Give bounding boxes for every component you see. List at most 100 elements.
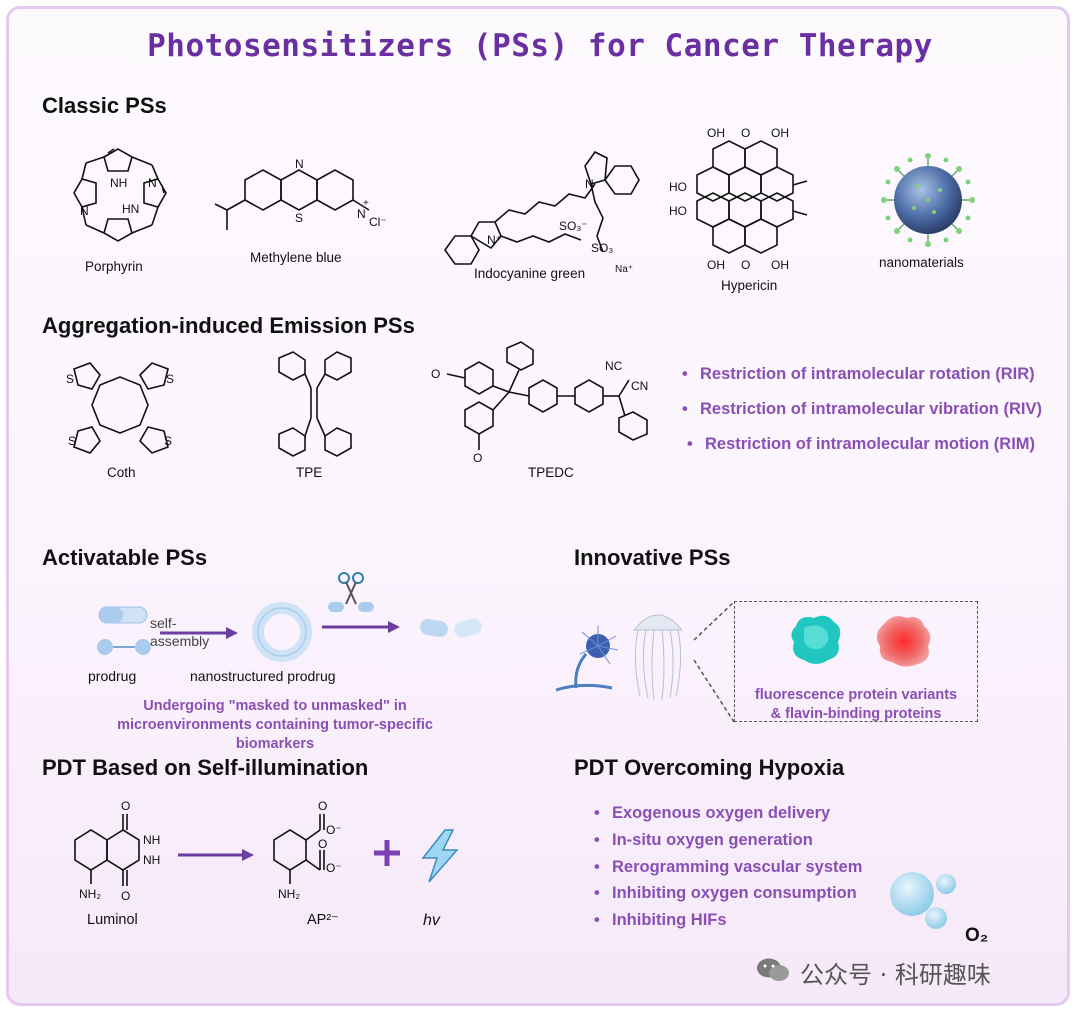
- nanomaterial-particle-icon: [881, 153, 975, 247]
- coral-polyp-icon: [555, 626, 619, 692]
- innovative-heading: Innovative PSs: [574, 545, 731, 570]
- svg-text:HO: HO: [669, 204, 687, 218]
- hypericin-structure: OH O OH HO HO OH O OH: [669, 126, 808, 272]
- nanostructure-ring-icon: [252, 602, 312, 662]
- svg-text:O: O: [121, 799, 130, 813]
- svg-text:N: N: [80, 204, 89, 218]
- coth-structure: S S S S: [66, 362, 174, 454]
- svg-text:NH₂: NH₂: [79, 887, 101, 901]
- scissors-icon: [328, 572, 374, 612]
- tpe-label: TPE: [296, 465, 323, 480]
- porphyrin-label: Porphyrin: [85, 259, 143, 274]
- self-illumination-heading: PDT Based on Self-illumination: [42, 755, 369, 780]
- oxygen-bubbles-icon: [890, 872, 956, 929]
- svg-text:OH: OH: [707, 258, 725, 272]
- hypoxia-item: In-situ oxygen generation: [594, 831, 813, 850]
- activatable-heading: Activatable PSs: [42, 545, 208, 570]
- svg-text:OH: OH: [707, 126, 725, 140]
- svg-text:N: N: [148, 176, 157, 190]
- page-title: Photosensitizers (PSs) for Cancer Therap…: [147, 28, 933, 64]
- svg-text:NH: NH: [110, 176, 127, 190]
- o2-label: O₂: [965, 925, 989, 946]
- svg-text:SO₃: SO₃: [591, 241, 613, 255]
- svg-text:HO: HO: [669, 180, 687, 194]
- protein-box-line2: & flavin-binding proteins: [770, 706, 942, 722]
- self-assembly-arrow: [160, 627, 238, 639]
- svg-text:NC: NC: [605, 359, 623, 373]
- svg-text:N⁺: N⁺: [487, 233, 502, 247]
- svg-text:SO₃⁻: SO₃⁻: [559, 219, 588, 233]
- methylene-blue-label: Methylene blue: [250, 250, 342, 265]
- ap-structure: O O⁻ O O⁻ NH₂: [273, 799, 342, 901]
- mechanism-rir: Restriction of intramolecular rotation (…: [682, 365, 1035, 384]
- methylene-blue-structure: N S N + Cl⁻: [214, 157, 387, 230]
- prodrug-capsule-icon: [97, 606, 151, 655]
- indocyanine-green-label: Indocyanine green: [474, 266, 586, 281]
- wechat-icon: [757, 958, 789, 981]
- svg-text:CN: CN: [631, 379, 648, 393]
- svg-text:S: S: [68, 434, 76, 448]
- hv-label: hv: [423, 912, 440, 929]
- flavin-protein-icon: [876, 616, 931, 667]
- nanostructured-prodrug-label: nanostructured prodrug: [190, 668, 336, 684]
- svg-text:O: O: [741, 126, 750, 140]
- activatable-note: Undergoing "masked to unmasked" in micro…: [117, 698, 433, 752]
- plus-icon: [374, 840, 400, 866]
- luminol-structure: O NH NH O NH₂: [74, 799, 160, 903]
- svg-text:N: N: [295, 157, 304, 171]
- svg-text:O: O: [741, 258, 750, 272]
- svg-text:NH: NH: [143, 833, 160, 847]
- classic-heading: Classic PSs: [42, 93, 167, 118]
- activation-arrow: [322, 621, 400, 633]
- svg-text:OH: OH: [771, 126, 789, 140]
- svg-text:O: O: [318, 837, 327, 851]
- svg-text:O: O: [473, 451, 482, 465]
- svg-text:S: S: [166, 372, 174, 386]
- svg-text:N: N: [585, 177, 594, 191]
- lightning-icon: [421, 829, 459, 883]
- hypoxia-heading: PDT Overcoming Hypoxia: [574, 755, 845, 780]
- released-drug-icon: [420, 618, 482, 638]
- jellyfish-icon: [632, 614, 684, 701]
- svg-text:Cl⁻: Cl⁻: [369, 215, 387, 229]
- svg-text:OH: OH: [771, 258, 789, 272]
- svg-text:O: O: [318, 799, 327, 813]
- hypoxia-item: Inhibiting oxygen consumption: [594, 884, 857, 903]
- svg-text:S: S: [66, 372, 74, 386]
- tpedc-label: TPEDC: [528, 465, 574, 480]
- coth-label: Coth: [107, 465, 136, 480]
- svg-text:Na⁺: Na⁺: [615, 264, 633, 275]
- tpedc-structure: O O NC CN: [431, 341, 648, 465]
- protein-box-line1: fluorescence protein variants: [754, 687, 958, 703]
- svg-text:O: O: [431, 367, 440, 381]
- hypoxia-item: Exogenous oxygen delivery: [594, 804, 830, 823]
- svg-text:S: S: [295, 211, 303, 225]
- poster-frame: [6, 6, 1070, 1006]
- svg-text:O⁻: O⁻: [326, 823, 342, 837]
- svg-text:O: O: [121, 889, 130, 903]
- luminol-label: Luminol: [87, 912, 138, 928]
- watermark-text: 公众号 · 科研趣味: [800, 961, 991, 989]
- prodrug-label: prodrug: [88, 668, 137, 684]
- svg-text:NH: NH: [143, 853, 160, 867]
- zoom-lines: [693, 601, 735, 723]
- mechanism-riv: Restriction of intramolecular vibration …: [682, 400, 1042, 419]
- svg-text:NH₂: NH₂: [278, 887, 300, 901]
- aie-heading: Aggregation-induced Emission PSs: [42, 313, 415, 338]
- ap-label: AP²⁻: [307, 912, 339, 928]
- fluorescent-protein-icon: [791, 615, 841, 664]
- svg-text:N: N: [357, 207, 366, 221]
- mechanism-rim: Restriction of intramolecular motion (RI…: [687, 435, 1035, 454]
- hypoxia-item: Rerogramming vascular system: [594, 858, 862, 877]
- tpe-structure: [278, 351, 352, 457]
- nanomaterials-label: nanomaterials: [879, 255, 964, 270]
- svg-text:+: +: [363, 198, 369, 209]
- svg-text:HN: HN: [122, 202, 139, 216]
- hypericin-label: Hypericin: [721, 278, 778, 293]
- hypoxia-item: Inhibiting HIFs: [594, 911, 727, 930]
- svg-text:O⁻: O⁻: [326, 861, 342, 875]
- svg-text:S: S: [164, 434, 172, 448]
- reaction-arrow: [178, 849, 254, 861]
- self-assembly-label: self- assembly: [150, 615, 210, 649]
- protein-box: [734, 601, 978, 722]
